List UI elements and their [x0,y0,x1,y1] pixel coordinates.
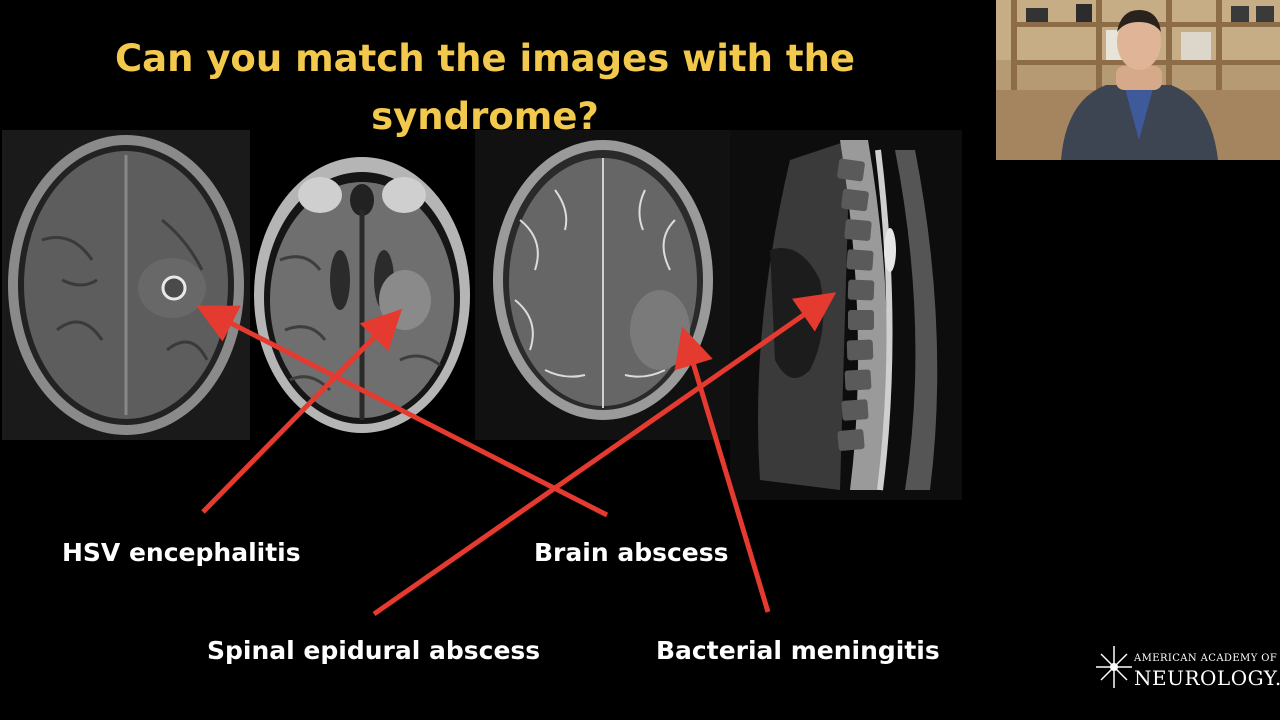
label-hsv-encephalitis: HSV encephalitis [62,538,301,567]
logo-line-2: NEUROLOGY. [1134,666,1280,690]
aan-logo: AMERICAN ACADEMY OF NEUROLOGY. [1094,644,1280,704]
mri-axial-meningeal-enhancement [475,130,730,440]
arrow-hsv-encephalitis [201,308,402,514]
presenter-webcam-video[interactable] [996,0,1280,160]
label-bacterial-meningitis: Bacterial meningitis [656,636,940,665]
logo-line-1: AMERICAN ACADEMY OF [1134,653,1278,664]
label-brain-abscess: Brain abscess [534,538,729,567]
mri-axial-ring-lesion [2,130,250,440]
arrow-bacterial-meningitis [674,326,771,613]
arrow-spinal-epidural-abscess [372,292,837,617]
label-spinal-epidural-abscess: Spinal epidural abscess [207,636,541,665]
mri-axial-flair [250,150,475,440]
presenter-video-frame [996,0,1280,160]
arrow-brain-abscess [196,305,609,518]
starburst-icon [1096,646,1132,688]
slide-title: Can you match the images with the syndro… [114,37,856,138]
